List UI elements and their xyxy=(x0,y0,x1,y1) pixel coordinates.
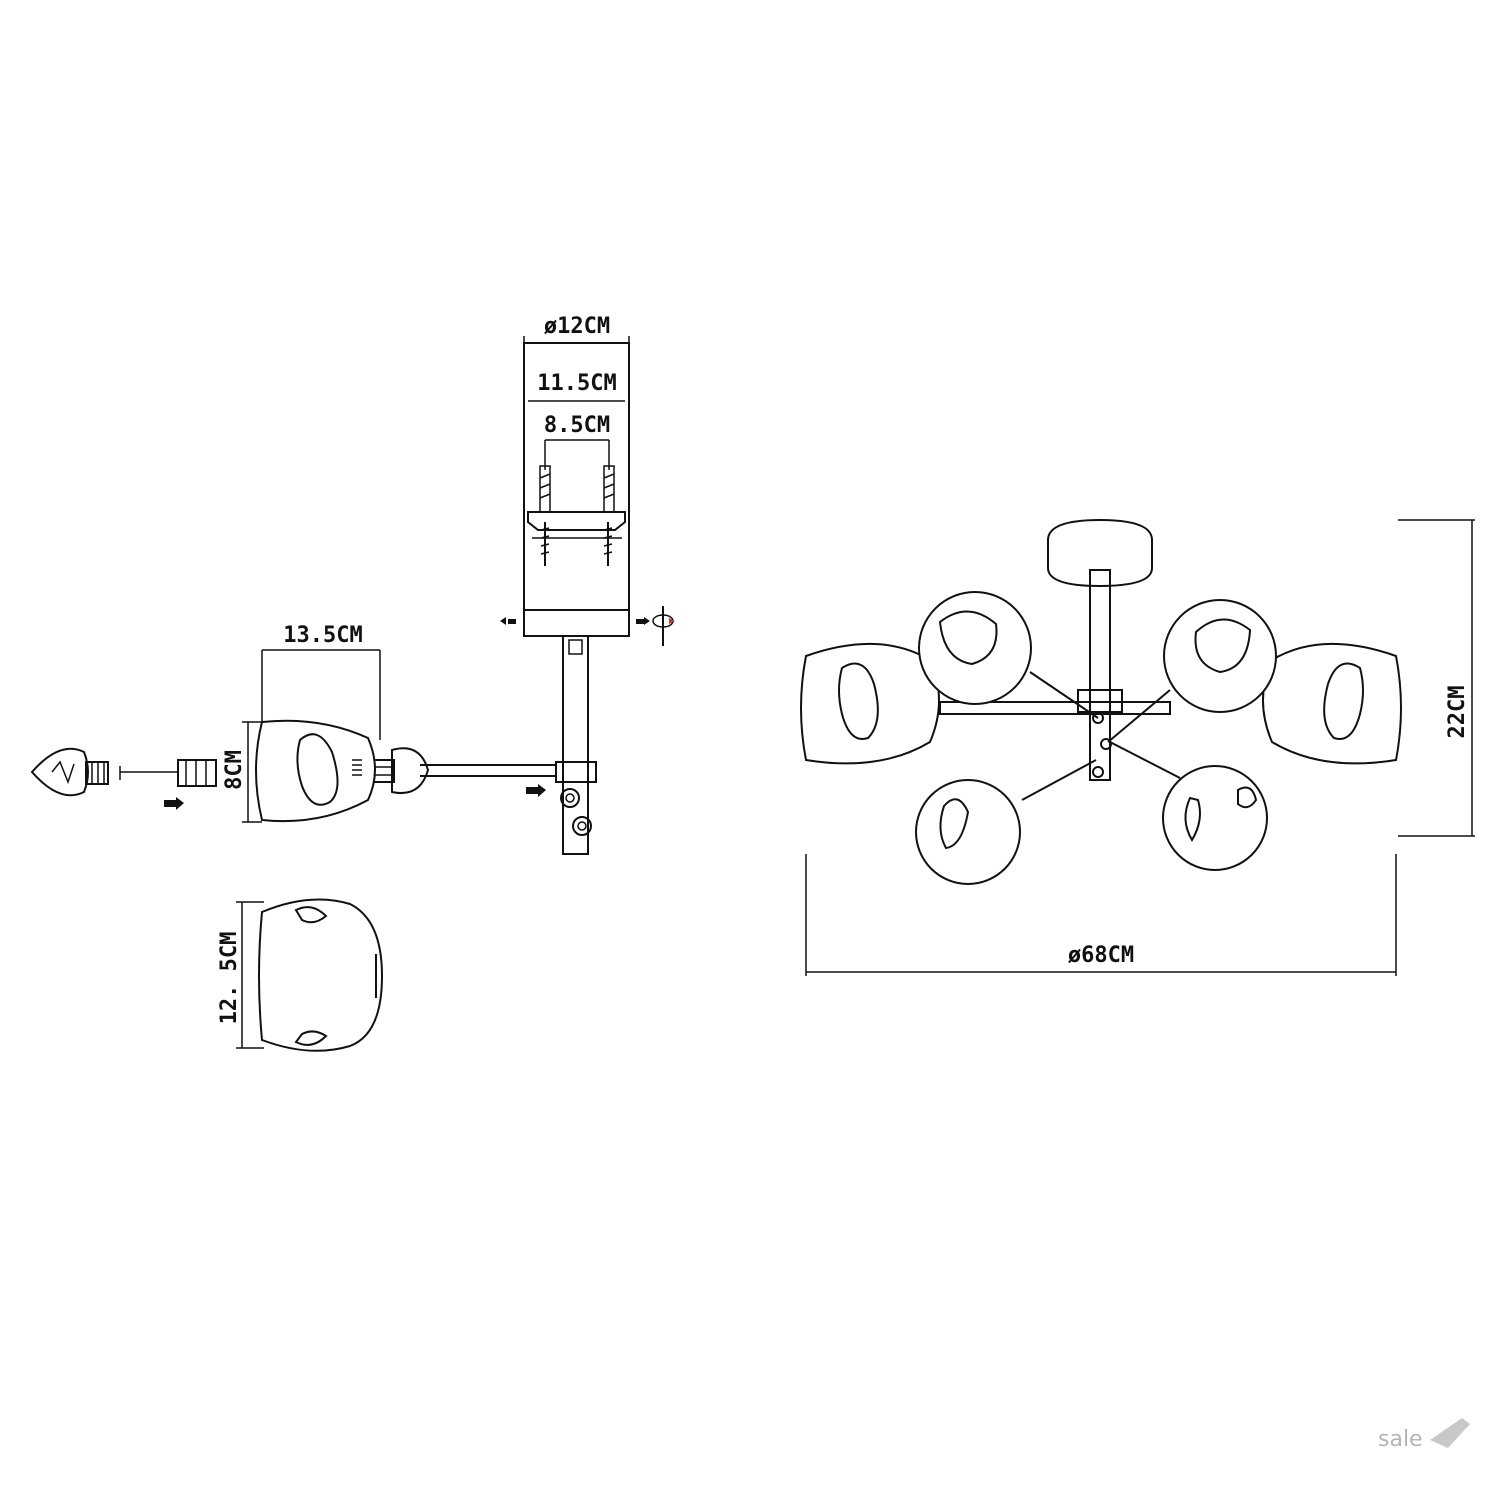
down-rod xyxy=(562,635,589,855)
fixture-shade-upper-right xyxy=(1163,599,1277,713)
shade-front-view: 12. 5CM xyxy=(217,898,384,1052)
fixture-arm xyxy=(1029,671,1099,719)
fixture-arm xyxy=(1109,741,1181,779)
dim-shade-height-label: 8CM xyxy=(222,750,247,790)
fixture-shade-right xyxy=(1262,643,1402,765)
socket-icon xyxy=(119,759,217,787)
screw-icon xyxy=(603,522,613,566)
arrow-left-icon xyxy=(500,617,516,625)
dim-overall-diameter-label: ø68CM xyxy=(1068,943,1134,968)
fixture-stem xyxy=(1089,569,1111,781)
arrow-right-icon xyxy=(526,784,546,797)
fixture-shade-lower-left xyxy=(915,779,1021,885)
watermark-text: sale xyxy=(1378,1427,1423,1452)
hub-screw-icon xyxy=(560,788,580,808)
hub-screw-icon xyxy=(572,816,592,836)
light-bulb-icon xyxy=(30,747,109,797)
glass-shade-front xyxy=(258,898,384,1052)
arrow-right-icon xyxy=(164,797,184,810)
dim-overall-height-label: 22CM xyxy=(1445,686,1470,739)
fixture-canopy xyxy=(1047,518,1153,588)
fixture-shade-lower-right xyxy=(1162,765,1268,871)
hub-plate xyxy=(555,761,597,783)
fixture-shade-upper-left xyxy=(918,591,1032,705)
shade-cutout xyxy=(296,733,339,806)
dim-bracket-width-label: 11.5CM xyxy=(537,371,616,396)
glass-shade-side xyxy=(255,719,376,823)
arm-assembly: 13.5CM 8CM xyxy=(30,623,556,823)
screw-icon xyxy=(540,522,550,566)
fixture-crossbar xyxy=(939,701,1171,715)
socket-cap xyxy=(391,747,430,794)
watermark-logo: sale xyxy=(1378,1418,1470,1452)
canopy-assembly: ø12CM 11.5CM 8.5CM xyxy=(500,314,675,855)
dim-canopy-diameter-label: ø12CM xyxy=(544,314,610,339)
mounting-bracket xyxy=(527,511,626,531)
fixture-arm xyxy=(1107,689,1171,743)
arrow-right-icon xyxy=(636,617,650,625)
fixture-front-view: 22CM ø68CM xyxy=(800,518,1475,976)
fixture-shade-left xyxy=(800,643,940,765)
wall-plug xyxy=(603,465,615,513)
dim-screw-spacing-label: 8.5CM xyxy=(544,413,610,438)
fixture-arm xyxy=(1021,759,1097,801)
rotate-icon xyxy=(652,606,675,646)
dim-shade-length-label: 13.5CM xyxy=(283,623,362,648)
dim-shade-front-label: 12. 5CM xyxy=(217,932,242,1025)
wall-plug xyxy=(539,465,551,513)
